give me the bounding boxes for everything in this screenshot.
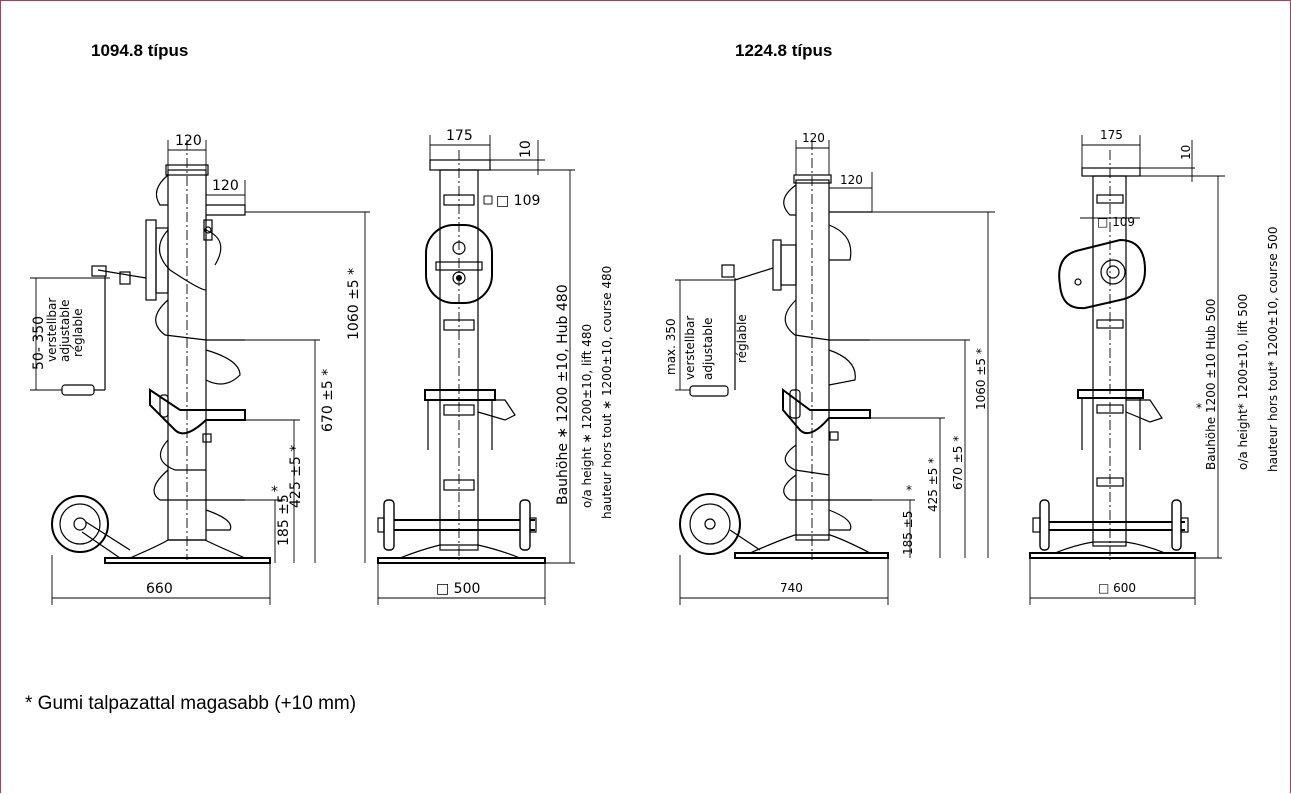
dim-right-1060: 1060 ±5 * <box>974 348 988 410</box>
left-height-line-3: hauteur hors tout ∗ 1200±10, course 480 <box>600 266 614 519</box>
left-height-line-1: Bauhöhe ∗ 1200 ±10, Hub 480 <box>555 284 571 505</box>
right-adjust-label-3: réglable <box>735 314 749 363</box>
footnote: * Gumi talpazattal magasabb (+10 mm) <box>25 693 357 714</box>
dim-right-185: 185 ±5 <box>901 511 915 555</box>
dim-right-front-top: 175 <box>1100 128 1123 142</box>
dim-right-star: * <box>906 483 912 497</box>
right-adjust-label-2: adjustable <box>701 317 715 380</box>
dim-right-front-base: □ 600 <box>1098 581 1136 595</box>
dim-left-adjust: 50- 350 <box>31 316 47 370</box>
dim-left-side-top: 120 <box>175 133 202 149</box>
dim-left-670: 670 ±5 * <box>320 369 336 432</box>
dim-left-side-arm: 120 <box>212 178 239 194</box>
right-height-line-1: Bauhöhe 1200 ±10 Hub 500 <box>1204 299 1218 470</box>
dim-left-front-base: □ 500 <box>436 581 480 597</box>
right-adjust-label-1: verstellbar <box>683 316 697 380</box>
title-right-model: 1224.8 típus <box>735 41 833 60</box>
right-height-line-2: o/a height* 1200±10, lift 500 <box>1236 294 1250 470</box>
left-front-view: 175 10 □ 109 Bauhöhe ∗ 1200 ±10, Hub 480… <box>377 128 614 605</box>
dim-left-star: * <box>271 484 278 500</box>
dim-right-front-square: □ 109 <box>1097 215 1135 229</box>
dim-left-185: 185 ±5 <box>276 494 292 546</box>
dim-right-425: 425 ±5 * <box>926 458 940 512</box>
dim-left-front-10: 10 <box>518 140 534 158</box>
left-side-view: 120 120 50- 350 verstellbar adjustable r… <box>30 133 370 605</box>
adjust-label-2: adjustable <box>58 299 72 362</box>
title-left-model: 1094.8 típus <box>91 41 189 60</box>
right-front-view: 175 10 □ 109 * Bauhöhe 1200 ±10 Hub 500 … <box>1029 128 1280 605</box>
dim-right-670: 670 ±5 * <box>951 436 965 490</box>
dim-right-side-arm: 120 <box>840 173 863 187</box>
dim-right-front-10: 10 <box>1179 145 1193 160</box>
left-height-line-2: o/a height ∗ 1200±10, lift 480 <box>580 324 594 508</box>
dim-right-side-top: 120 <box>802 131 825 145</box>
dim-right-base: 740 <box>780 581 803 595</box>
dim-left-425: 425 ±5 * <box>288 445 304 508</box>
adjust-label-1: verstellbar <box>45 298 59 362</box>
right-height-line-3: hauteur hors tout* 1200±10, course 500 <box>1266 227 1280 472</box>
dim-left-front-top: 175 <box>446 128 473 144</box>
right-front-star: * <box>1196 401 1202 415</box>
dim-right-adjust: max. 350 <box>664 318 678 375</box>
dim-left-front-square: □ 109 <box>496 193 540 209</box>
right-side-view: 120 120 max. 350 verstellbar adjustable … <box>664 131 995 605</box>
dim-left-1060: 1060 ±5 * <box>346 268 362 340</box>
dim-left-base: 660 <box>146 581 173 597</box>
adjust-label-3: réglable <box>71 308 85 357</box>
